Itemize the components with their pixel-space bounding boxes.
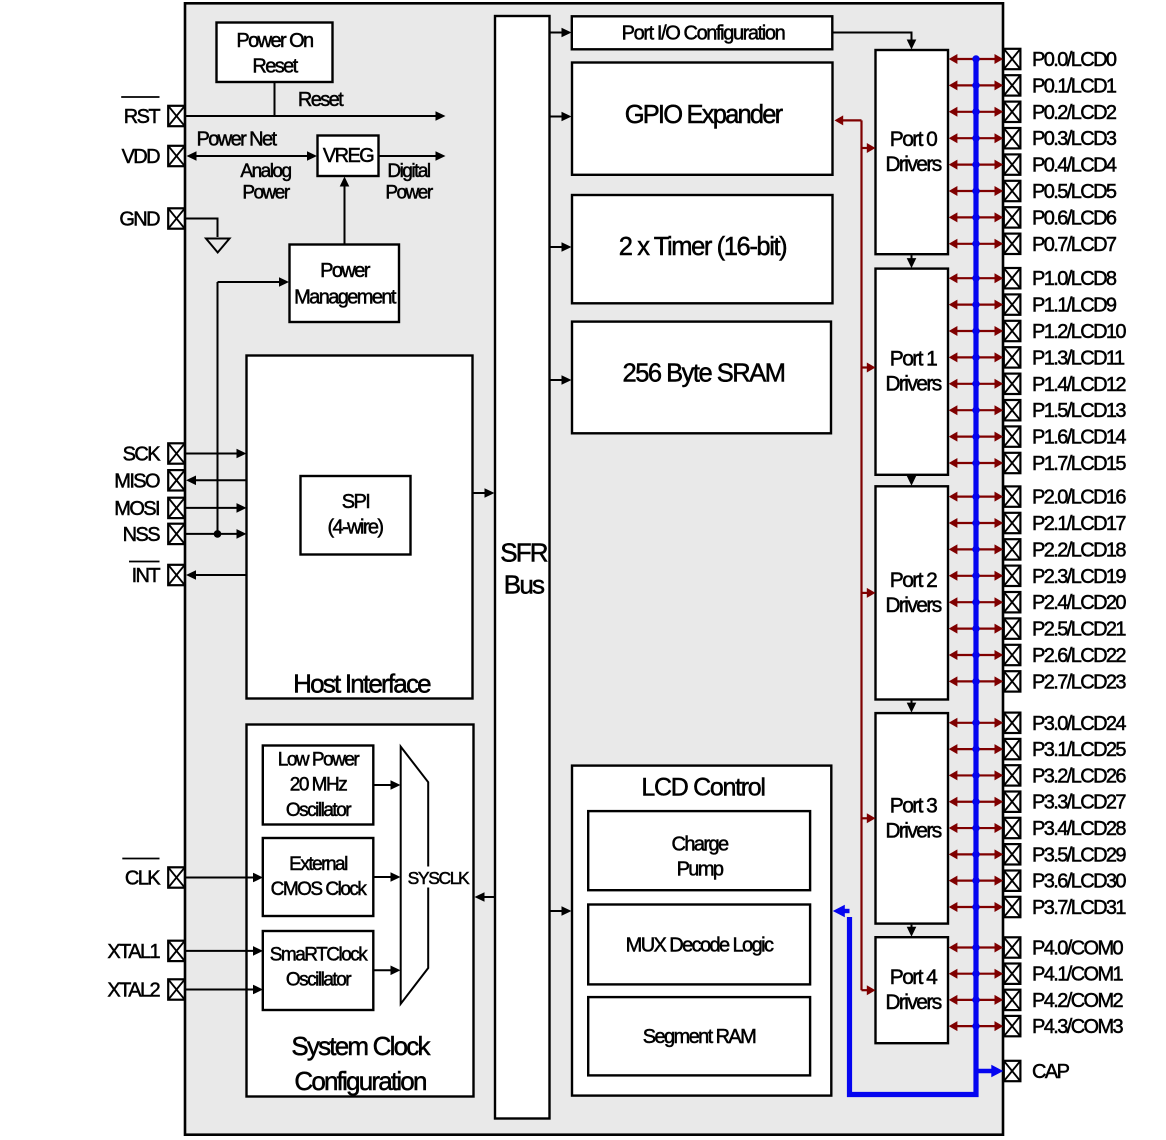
- svg-text:Charge: Charge: [672, 834, 729, 856]
- svg-text:P0.2/LCD2: P0.2/LCD2: [1032, 102, 1117, 124]
- svg-text:(4-wire): (4-wire): [328, 517, 384, 539]
- svg-text:P0.7/LCD7: P0.7/LCD7: [1032, 234, 1117, 256]
- svg-text:System Clock: System Clock: [291, 1031, 431, 1061]
- svg-text:Port 3: Port 3: [890, 794, 937, 817]
- svg-text:256 Byte SRAM: 256 Byte SRAM: [623, 360, 785, 388]
- svg-text:P0.5/LCD5: P0.5/LCD5: [1032, 181, 1117, 203]
- svg-text:P2.5/LCD21: P2.5/LCD21: [1032, 619, 1126, 641]
- svg-text:P1.2/LCD10: P1.2/LCD10: [1032, 321, 1126, 343]
- svg-text:Port I/O Configuration: Port I/O Configuration: [622, 23, 785, 45]
- svg-text:Oscillator: Oscillator: [286, 800, 352, 821]
- svg-text:VDD: VDD: [122, 146, 161, 168]
- svg-text:Port 2: Port 2: [890, 569, 937, 592]
- svg-text:P3.2/LCD26: P3.2/LCD26: [1032, 765, 1126, 787]
- svg-text:P0.0/LCD0: P0.0/LCD0: [1032, 49, 1117, 71]
- svg-text:Digital: Digital: [387, 161, 430, 182]
- svg-text:XTAL2: XTAL2: [107, 980, 160, 1002]
- svg-text:Analog: Analog: [240, 161, 291, 182]
- svg-text:P2.1/LCD17: P2.1/LCD17: [1032, 513, 1126, 535]
- svg-text:P1.0/LCD8: P1.0/LCD8: [1032, 268, 1117, 290]
- svg-text:P2.3/LCD19: P2.3/LCD19: [1032, 566, 1126, 588]
- svg-text:VREG: VREG: [323, 145, 374, 167]
- svg-text:P3.1/LCD25: P3.1/LCD25: [1032, 739, 1126, 761]
- svg-text:20 MHz: 20 MHz: [290, 775, 347, 796]
- svg-text:Power: Power: [385, 183, 434, 204]
- svg-text:P0.1/LCD1: P0.1/LCD1: [1032, 75, 1117, 97]
- svg-text:Power Net: Power Net: [197, 129, 278, 151]
- svg-text:SCK: SCK: [123, 444, 162, 466]
- svg-text:Oscillator: Oscillator: [286, 970, 352, 991]
- svg-text:P1.5/LCD13: P1.5/LCD13: [1032, 400, 1126, 422]
- svg-text:Drivers: Drivers: [885, 991, 941, 1014]
- svg-text:P4.3/COM3: P4.3/COM3: [1032, 1016, 1124, 1038]
- svg-text:Power: Power: [242, 183, 291, 204]
- svg-text:Management: Management: [294, 287, 397, 309]
- svg-text:P2.6/LCD22: P2.6/LCD22: [1032, 645, 1126, 667]
- svg-text:Power: Power: [320, 260, 371, 282]
- svg-text:MOSI: MOSI: [114, 498, 159, 520]
- svg-text:P2.2/LCD18: P2.2/LCD18: [1032, 539, 1126, 561]
- svg-text:RST: RST: [124, 106, 161, 128]
- svg-text:Bus: Bus: [504, 570, 545, 600]
- svg-text:GND: GND: [119, 209, 160, 231]
- svg-text:SPI: SPI: [342, 491, 369, 513]
- svg-text:CMOS Clock: CMOS Clock: [271, 879, 368, 900]
- svg-text:P1.1/LCD9: P1.1/LCD9: [1032, 295, 1117, 317]
- svg-text:Low Power: Low Power: [278, 750, 361, 771]
- svg-text:P2.7/LCD23: P2.7/LCD23: [1032, 671, 1126, 693]
- svg-text:Configuration: Configuration: [294, 1066, 426, 1096]
- svg-text:MISO: MISO: [114, 470, 160, 492]
- svg-text:Port 0: Port 0: [890, 128, 937, 151]
- svg-text:CLK: CLK: [125, 868, 161, 890]
- svg-text:P0.6/LCD6: P0.6/LCD6: [1032, 207, 1117, 229]
- svg-text:External: External: [289, 854, 347, 875]
- svg-text:GPIO Expander: GPIO Expander: [625, 101, 784, 129]
- svg-text:Segment RAM: Segment RAM: [643, 1026, 756, 1048]
- svg-text:Port 4: Port 4: [890, 966, 938, 989]
- svg-text:NSS: NSS: [123, 524, 161, 546]
- svg-text:Reset: Reset: [298, 89, 344, 111]
- svg-text:P1.6/LCD14: P1.6/LCD14: [1032, 427, 1126, 449]
- svg-text:P3.5/LCD29: P3.5/LCD29: [1032, 844, 1126, 866]
- svg-text:P2.0/LCD16: P2.0/LCD16: [1032, 487, 1126, 509]
- svg-text:P3.0/LCD24: P3.0/LCD24: [1032, 713, 1126, 735]
- svg-text:P1.4/LCD12: P1.4/LCD12: [1032, 374, 1126, 396]
- svg-text:P1.7/LCD15: P1.7/LCD15: [1032, 453, 1126, 475]
- svg-text:SYSCLK: SYSCLK: [408, 868, 470, 888]
- svg-text:P3.3/LCD27: P3.3/LCD27: [1032, 792, 1126, 814]
- svg-text:Pump: Pump: [677, 859, 724, 881]
- svg-text:Reset: Reset: [252, 56, 298, 78]
- svg-text:Power On: Power On: [236, 30, 313, 52]
- svg-text:P3.6/LCD30: P3.6/LCD30: [1032, 871, 1126, 893]
- svg-text:P1.3/LCD11: P1.3/LCD11: [1032, 347, 1125, 369]
- svg-text:Host Interface: Host Interface: [293, 669, 431, 699]
- svg-text:2 x Timer (16-bit): 2 x Timer (16-bit): [619, 233, 787, 261]
- svg-text:P0.4/LCD4: P0.4/LCD4: [1032, 155, 1117, 177]
- svg-text:Drivers: Drivers: [885, 594, 941, 617]
- svg-text:LCD Control: LCD Control: [641, 774, 764, 802]
- svg-text:Drivers: Drivers: [885, 153, 941, 176]
- svg-text:Drivers: Drivers: [885, 819, 941, 842]
- svg-text:CAP: CAP: [1032, 1061, 1070, 1083]
- svg-text:P3.7/LCD31: P3.7/LCD31: [1032, 897, 1126, 919]
- svg-text:XTAL1: XTAL1: [107, 941, 160, 963]
- svg-text:P4.2/COM2: P4.2/COM2: [1032, 990, 1124, 1012]
- svg-text:INT: INT: [132, 565, 161, 587]
- svg-text:SmaRTClock: SmaRTClock: [270, 945, 369, 966]
- svg-text:P4.0/COM0: P4.0/COM0: [1032, 938, 1124, 960]
- svg-text:SFR: SFR: [500, 538, 548, 568]
- svg-text:P4.1/COM1: P4.1/COM1: [1032, 964, 1124, 986]
- svg-text:Drivers: Drivers: [885, 373, 941, 396]
- svg-text:Port 1: Port 1: [890, 348, 937, 371]
- svg-text:P3.4/LCD28: P3.4/LCD28: [1032, 818, 1126, 840]
- svg-text:P2.4/LCD20: P2.4/LCD20: [1032, 592, 1126, 614]
- svg-text:MUX Decode Logic: MUX Decode Logic: [626, 935, 774, 957]
- svg-text:P0.3/LCD3: P0.3/LCD3: [1032, 128, 1117, 150]
